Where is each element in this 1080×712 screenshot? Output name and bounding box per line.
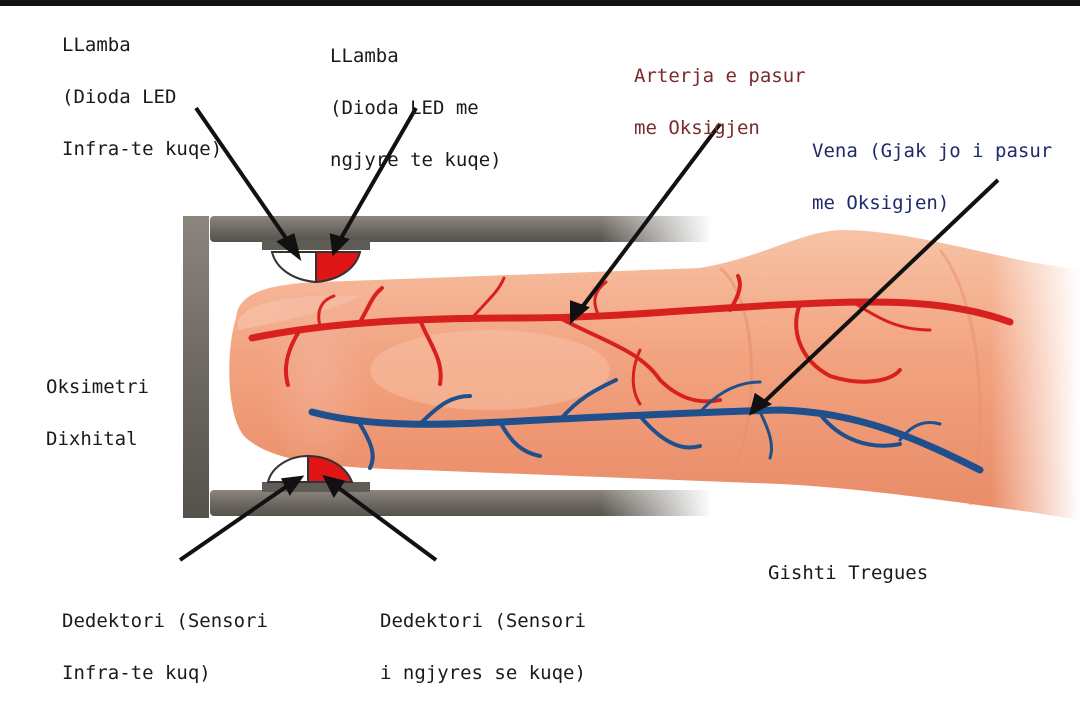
artery-label-line: me Oksigjen [634,117,760,139]
ir-lamp-label-line: (Dioda LED [62,86,177,108]
oximeter-label-line: Oksimetri [46,376,149,398]
arrow-vein [760,178,1000,406]
vein-vessels [308,378,984,474]
ir-lamp-label-line: Infra-te kuqe) [62,138,223,160]
oximeter-label-line: Dixhital [46,428,138,450]
ir-detector-label-line: Infra-te kuq) [62,662,211,684]
clip-bottom-bar [210,490,710,516]
arrow-red-lamp [338,107,418,241]
red-lamp-label-line: LLamba [330,45,399,67]
vein-label-line: me Oksigjen) [812,192,950,214]
red-lamp-label: LLamba (Dioda LED me ngjyre te kuqe) [330,17,502,199]
ir-lamp-label: LLamba (Dioda LED Infra-te kuqe) [62,6,222,188]
ir-detector-label-line: Dedektori (Sensori [62,610,268,632]
arrow-ir-detector [178,482,292,562]
finger-label-line: Gishti Tregues [768,562,929,584]
ir-lamp-label-line: LLamba [62,34,131,56]
red-led [315,251,362,284]
ir-detector-label: Dedektori (Sensori Infra-te kuq) [62,582,268,712]
red-detector-label-line: i ngjyres se kuqe) [380,662,586,684]
vein-label-line: Vena (Gjak jo i pasur [812,140,1053,162]
vein-label: Vena (Gjak jo i pasur me Oksigjen) [812,112,1052,242]
finger-label: Gishti Tregues [768,534,928,612]
red-detector [307,454,354,483]
artery-label-line: Arterja e pasur [634,65,806,87]
oximeter-label: Oksimetri Dixhital [46,348,149,478]
arrow-red-detector [334,484,438,562]
clip-back-bar [183,216,209,518]
artery-label: Arterja e pasur me Oksigjen [634,37,806,167]
pointer-arrows [178,106,1000,562]
top-border-bar [0,0,1080,6]
red-detector-label-line: Dedektori (Sensori [380,610,586,632]
arrow-artery [578,122,722,312]
artery-vessels [248,274,1014,406]
arrow-ir-lamp [194,106,292,246]
pulse-oximeter-diagram [178,106,1080,562]
red-lamp-label-line: (Dioda LED me [330,97,479,119]
red-lamp-label-line: ngjyre te kuqe) [330,149,502,171]
red-detector-label: Dedektori (Sensori i ngjyres se kuqe) [380,582,586,712]
